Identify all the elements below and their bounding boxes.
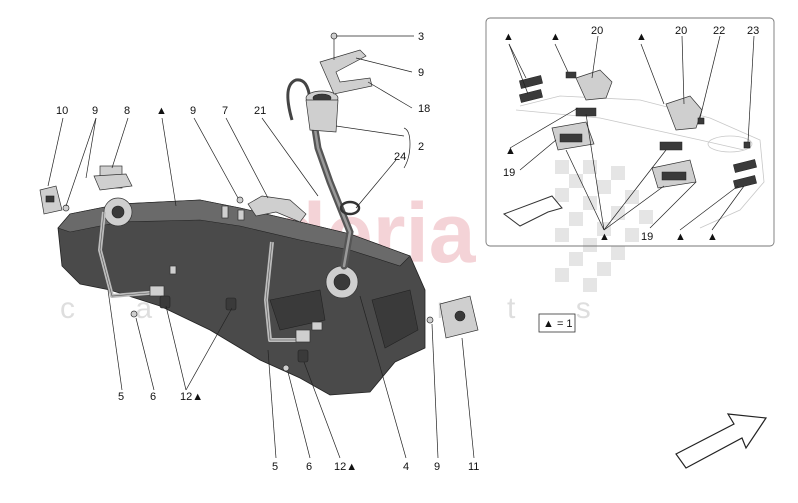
inset-label-23: 23	[747, 25, 759, 37]
label-21: 21	[254, 105, 266, 117]
watermark-checker	[555, 160, 653, 292]
legend-text: ▲ = 1	[543, 318, 573, 330]
filler-neck	[286, 78, 354, 270]
fuel-pump-module	[93, 165, 133, 191]
label-6: 6	[150, 391, 156, 403]
label-9: 9	[434, 461, 440, 473]
label-24: 24	[394, 151, 406, 163]
label-4: 4	[403, 461, 409, 473]
detail-inset	[485, 17, 775, 247]
label-12: 12▲	[180, 391, 203, 403]
label-11: 11	[468, 461, 479, 473]
label-3: 3	[418, 31, 424, 43]
bracket-11	[439, 295, 479, 339]
legend: ▲ = 1	[538, 313, 576, 333]
orientation-arrow	[675, 413, 768, 469]
label-triangle: ▲	[156, 105, 167, 117]
label-10: 10	[56, 105, 68, 117]
inset-label-22: 22	[713, 25, 725, 37]
hose-clamp	[339, 200, 361, 216]
label-9: 9	[92, 105, 98, 117]
inset-labels: ▲ ▲ 20 20 22 23 ▲ ▲ 19 ▲ 19 ▲ ▲	[503, 25, 759, 243]
fuel-tank-assembly	[57, 197, 426, 396]
inset-label-triangle: ▲	[707, 231, 718, 243]
label-6: 6	[306, 461, 312, 473]
inset-label-20: 20	[675, 25, 687, 37]
bracket-7	[247, 195, 307, 223]
pad	[565, 71, 577, 79]
inset-label-triangle: ▲	[503, 31, 514, 43]
pad	[519, 75, 543, 89]
label-9: 9	[190, 105, 196, 117]
label-5: 5	[118, 391, 124, 403]
inset-label-triangle: ▲	[550, 31, 561, 43]
screws	[62, 196, 434, 372]
pad	[659, 141, 683, 151]
strap-buckle-left	[149, 285, 165, 297]
pad	[519, 89, 543, 103]
inset-label-19: 19	[641, 231, 653, 243]
label-12: 12▲	[334, 461, 357, 473]
strap-buckle-middle	[295, 329, 311, 343]
pad	[733, 159, 757, 173]
strap-middle	[264, 241, 300, 342]
filler-bracket	[319, 32, 373, 95]
label-5: 5	[272, 461, 278, 473]
label-18: 18	[418, 103, 430, 115]
inset-label-triangle: ▲	[505, 145, 516, 157]
leader-lines	[47, 35, 475, 459]
label-9: 9	[418, 67, 424, 79]
inset-label-triangle: ▲	[675, 231, 686, 243]
strap-left	[98, 211, 161, 298]
inset-label-triangle: ▲	[636, 31, 647, 43]
bracket-10	[39, 185, 63, 215]
inset-label-19: 19	[503, 167, 515, 179]
rubber-mounts	[159, 295, 309, 363]
inset-label-triangle: ▲	[599, 231, 610, 243]
label-7: 7	[222, 105, 228, 117]
inset-label-20: 20	[591, 25, 603, 37]
main-labels: 10 9 8 ▲ 9 7 21 3 9 18 2 24 5 6 12▲ 5 6 …	[56, 31, 479, 473]
label-8: 8	[124, 105, 130, 117]
pad	[733, 175, 757, 189]
label-2: 2	[418, 141, 424, 153]
